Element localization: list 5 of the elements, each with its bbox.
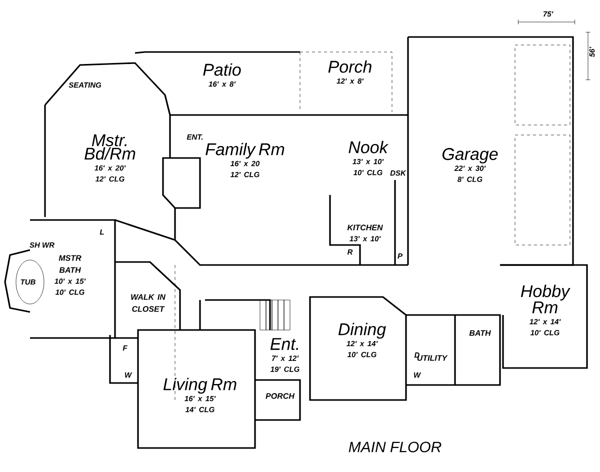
room-label: WALK IN CLOSET — [131, 294, 166, 312]
room-label: UTILITY — [417, 355, 448, 361]
room-label: PORCH — [266, 393, 295, 399]
caption: MAIN FLOOR — [348, 442, 442, 452]
room-label: BATH — [469, 330, 491, 336]
